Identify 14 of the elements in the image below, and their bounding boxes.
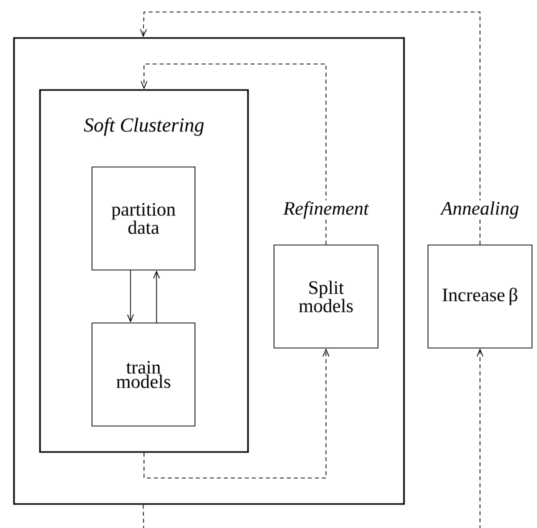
stage-label: Refinement — [282, 200, 370, 220]
arrow — [140, 12, 480, 245]
process-box: train models — [92, 322, 196, 426]
process-box: Split models — [274, 244, 378, 348]
arrow — [153, 270, 160, 323]
outer-box — [13, 37, 405, 505]
process-box: partition data — [92, 166, 196, 270]
process-box: Increase β — [428, 244, 532, 348]
group-heading: Soft Clustering — [84, 118, 204, 136]
arrow — [127, 270, 134, 323]
arrow — [144, 348, 330, 478]
arrow — [140, 64, 326, 245]
stage-label: Annealing — [440, 200, 520, 220]
arrow — [142, 348, 484, 528]
